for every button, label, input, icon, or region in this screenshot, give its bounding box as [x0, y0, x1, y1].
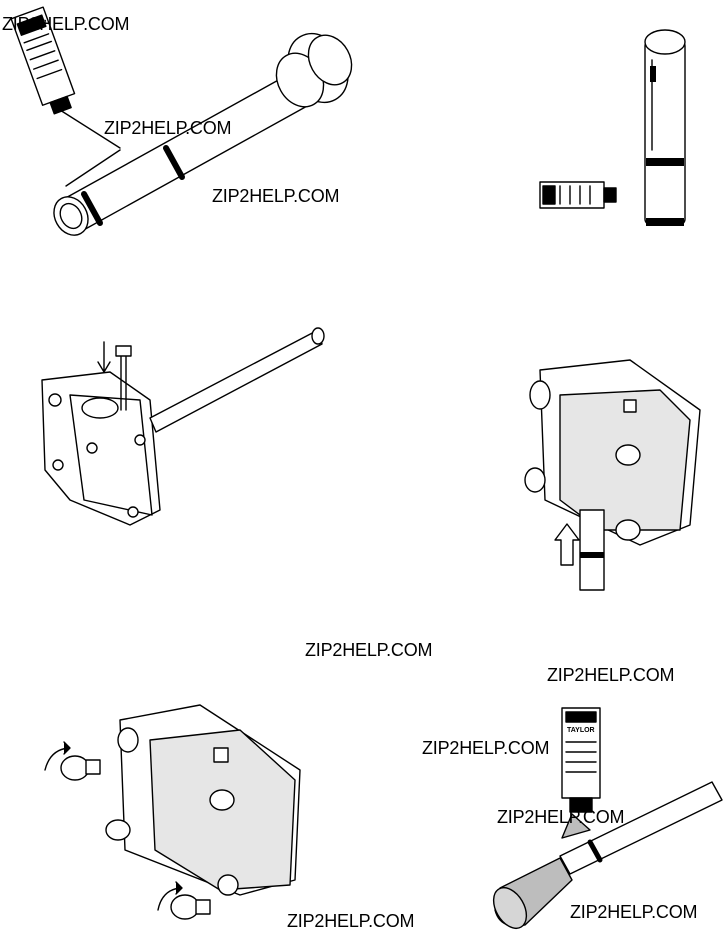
figure-lube-beater-shaft: TAYLOR	[492, 707, 723, 929]
figure-tighten-knobs	[44, 704, 301, 920]
watermark-text: ZIP2HELP.COM	[422, 738, 550, 758]
watermark-text: ZIP2HELP.COM	[104, 118, 232, 138]
watermark-text: ZIP2HELP.COM	[212, 186, 340, 206]
watermark-text: ZIP2HELP.COM	[497, 807, 625, 827]
figure-lube-drive-shaft: TAYLOR	[10, 6, 353, 236]
watermark-text: ZIP2HELP.COM	[547, 665, 675, 685]
watermark-text: ZIP2HELP.COM	[287, 911, 415, 931]
watermark-text: ZIP2HELP.COM	[2, 14, 130, 34]
figure-pump-assembly-pin	[41, 327, 325, 526]
figure-install-pump-on-shaft	[524, 359, 701, 591]
watermark-text: ZIP2HELP.COM	[305, 640, 433, 660]
lube-tube-label-2: TAYLOR	[567, 727, 595, 734]
figure-lube-tube-and-shaft	[539, 29, 686, 226]
watermark-text: ZIP2HELP.COM	[570, 902, 698, 922]
